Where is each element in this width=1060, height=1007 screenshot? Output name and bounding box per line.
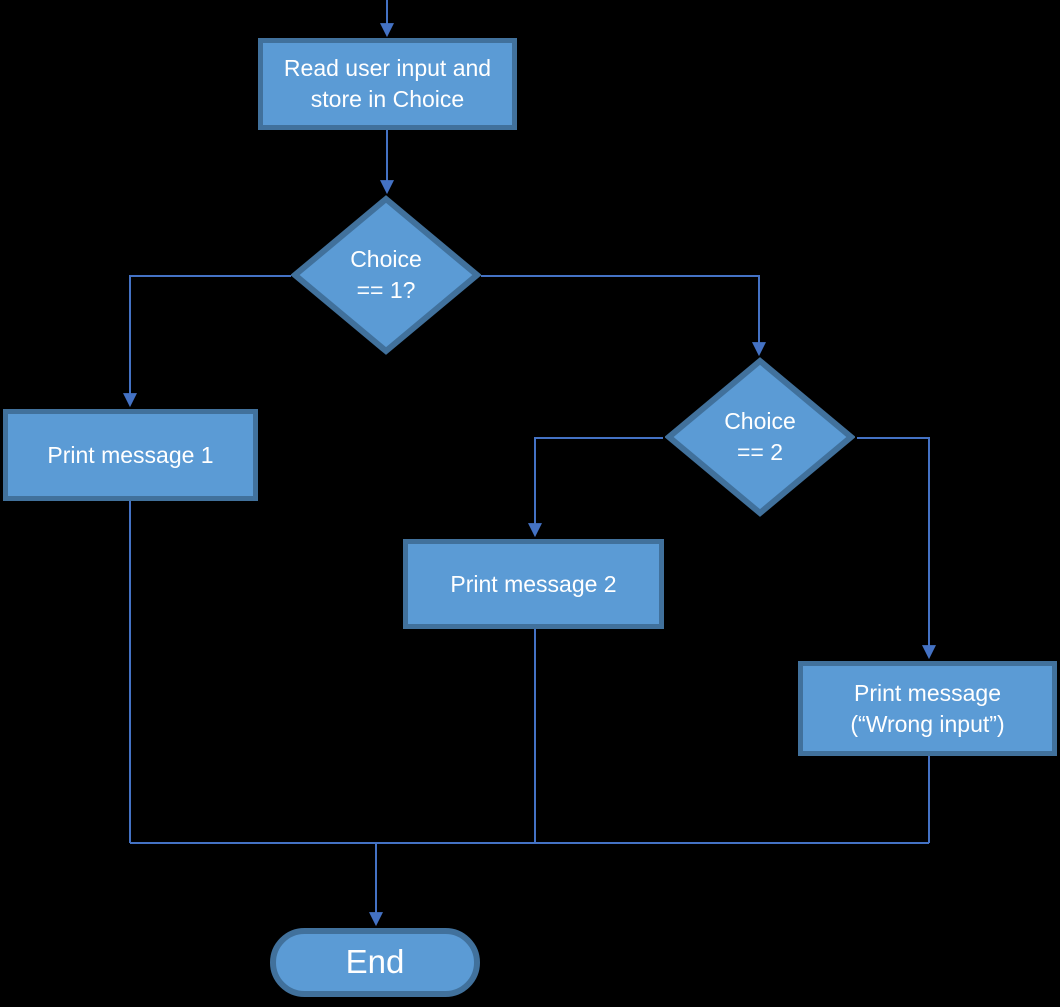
node-label-line: (“Wrong input”) <box>850 710 1005 737</box>
connector-choice2-to-printwrong <box>857 437 936 660</box>
node-label-line: == 2 <box>736 439 784 465</box>
node-print-wrong-input: Print message (“Wrong input”) <box>798 661 1057 756</box>
node-print-message-1: Print message 1 <box>3 409 258 501</box>
node-end-terminator: End <box>270 928 480 997</box>
node-choice2-decision: Choice == 2 <box>665 357 855 517</box>
connector-choice2-to-print2 <box>528 437 663 538</box>
node-label: Choice == 2 <box>724 406 796 468</box>
diamond-polygon <box>665 357 855 517</box>
diamond-polygon <box>291 195 481 355</box>
diamond-shape <box>291 195 481 355</box>
node-label: Choice == 1? <box>350 244 422 306</box>
node-label-line: Choice <box>350 246 422 272</box>
node-read-input: Read user input and store in Choice <box>258 38 517 130</box>
node-label-line: End <box>345 942 405 980</box>
node-label-line: == 1? <box>356 277 416 303</box>
node-label-line: Read user input and <box>283 55 492 81</box>
diamond-shape <box>665 357 855 517</box>
connector-choice1-to-choice2 <box>481 275 766 357</box>
node-label-line: Choice <box>724 408 796 434</box>
node-choice1-decision: Choice == 1? <box>291 195 481 355</box>
node-label-line: store in Choice <box>310 86 465 112</box>
node-label-line: Print message 1 <box>47 441 214 468</box>
node-label-line: Print message <box>853 679 1001 706</box>
node-print-message-2: Print message 2 <box>403 539 664 629</box>
connector-choice1-to-print1 <box>123 275 291 408</box>
node-label-line: Print message 2 <box>450 570 617 597</box>
